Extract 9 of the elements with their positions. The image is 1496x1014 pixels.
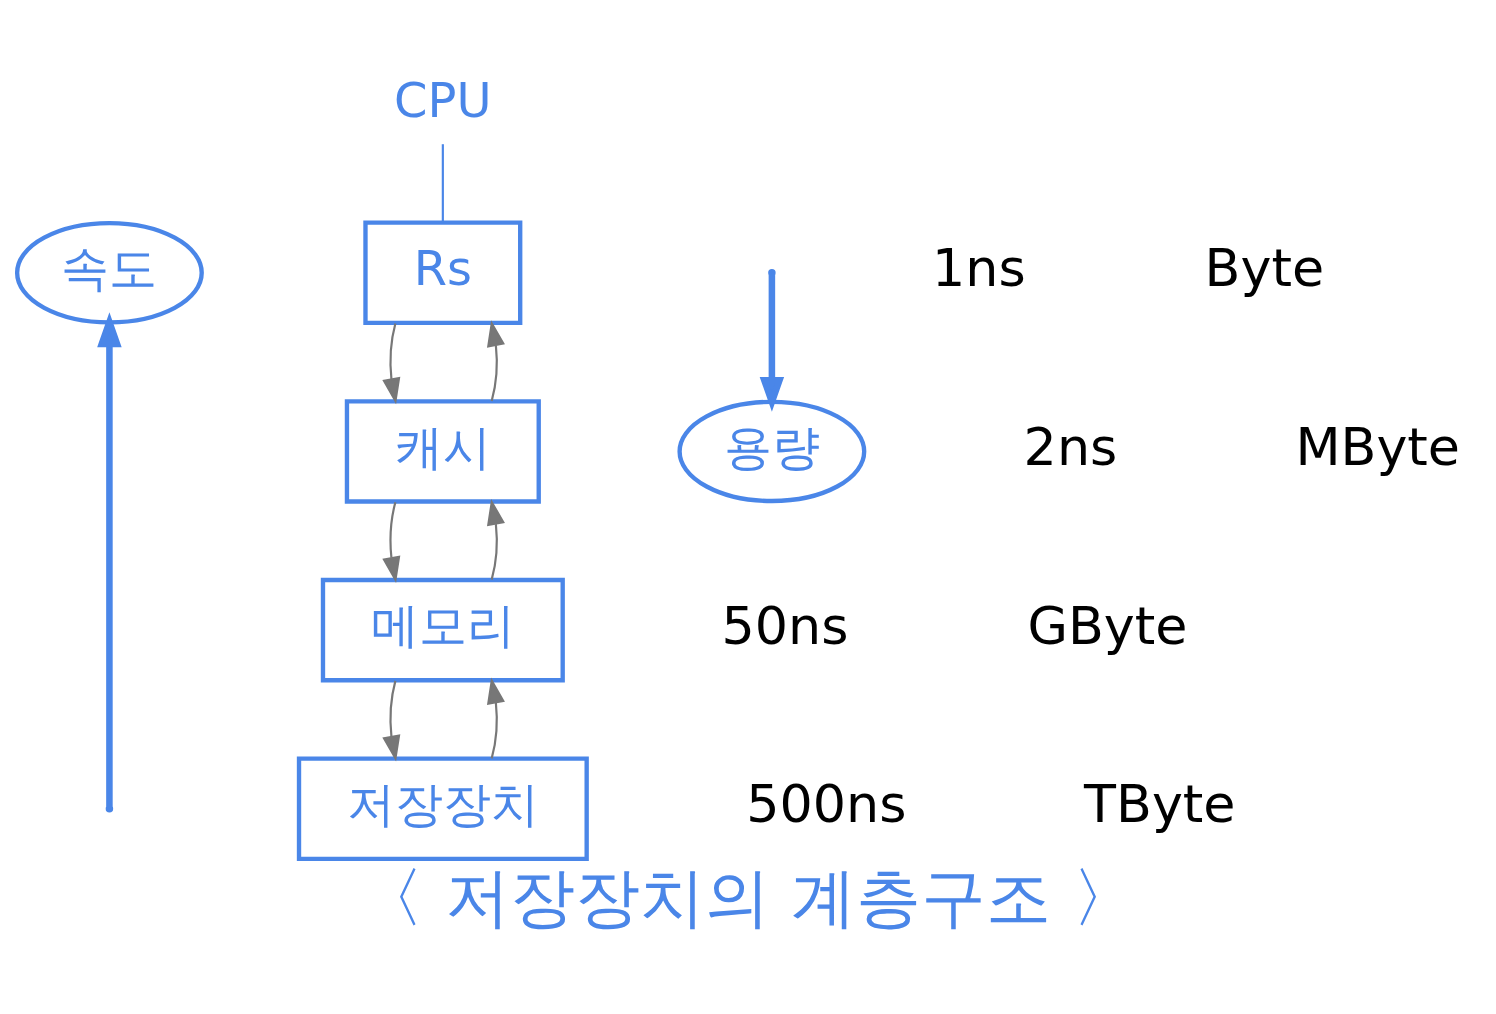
label: MByte [1295,415,1461,477]
label: GByte [1027,594,1188,656]
node-text: CPU [394,73,492,129]
label: Byte [1204,237,1325,299]
label: 50ns [721,594,849,656]
label: 2ns [1023,415,1118,477]
label: 500ns [746,773,907,835]
label: TByte [1084,773,1236,835]
label: 1ns [932,237,1026,299]
